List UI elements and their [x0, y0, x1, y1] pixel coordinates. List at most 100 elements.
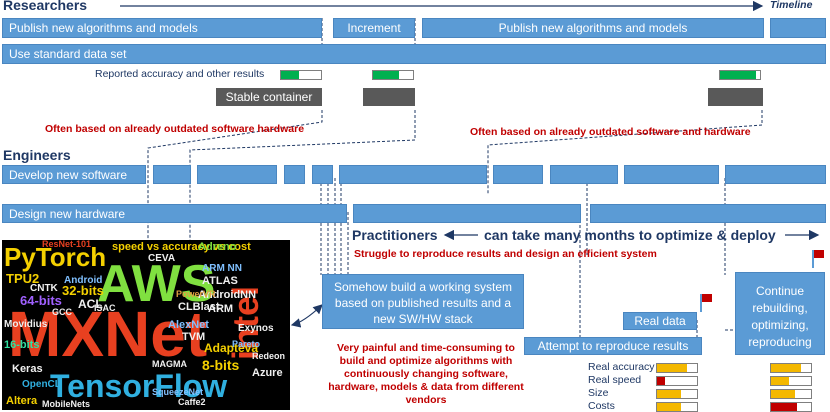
word: Altera [6, 395, 38, 407]
flag-pole [812, 250, 814, 268]
metric-meter [656, 376, 698, 386]
word: speed vs accuracy vs cost [112, 241, 251, 253]
vendor-word-cloud: PyTorch AWS MXNet TensorFlow intel speed… [2, 240, 290, 410]
word: ACL [78, 297, 103, 311]
word: AlexNet [168, 319, 209, 331]
word: SqueezeNet [152, 387, 204, 397]
flag-pole [700, 294, 702, 312]
word: GCC [52, 307, 72, 317]
design-bar-3 [590, 204, 826, 223]
word: CNTK [30, 283, 58, 294]
stable-container-box-3 [708, 88, 763, 106]
painful-note: Very painful and time-consuming to build… [328, 342, 524, 406]
publish-bar-3 [770, 18, 826, 38]
develop-bar-9 [624, 165, 719, 184]
word: ARM NN [202, 263, 242, 274]
word: TVM [182, 331, 206, 343]
standard-data-bar: Use standard data set [2, 44, 826, 64]
word: MobileNets [42, 399, 91, 409]
develop-bar-2 [153, 165, 191, 184]
word: Caffe2 [178, 397, 206, 407]
word: ResNet-101 [42, 240, 92, 249]
somehow-text: Somehow build a working system based on … [333, 280, 513, 326]
continue-text: Continue rebuilding, optimizing, reprodu… [748, 284, 812, 349]
word: 32-bits [62, 283, 104, 298]
word: AWS [97, 255, 216, 313]
somehow-box: Somehow build a working system based on … [322, 274, 524, 329]
reported-meter-fill [281, 71, 299, 79]
researchers-heading: Researchers [3, 0, 88, 13]
design-bar-2 [353, 204, 581, 223]
word: OpenCL [22, 379, 61, 390]
word: PyTorch [4, 242, 107, 272]
metric-label-size: Size [588, 387, 609, 399]
develop-bar-8 [550, 165, 618, 184]
practitioners-heading: Practitioners [352, 227, 438, 243]
outdated-note-left: Often based on already outdated software… [45, 123, 305, 135]
metric-meter [656, 363, 698, 373]
word: Exynos [238, 323, 274, 334]
flag-icon [700, 294, 712, 312]
flag-cloth [702, 294, 712, 302]
metric-meter [770, 389, 812, 399]
word: CLBlast [178, 301, 220, 313]
word: TensorFlow [50, 368, 228, 404]
metric-meter-fill [771, 390, 795, 398]
real-data-box: Real data [623, 312, 697, 330]
metric-meter-fill [771, 364, 801, 372]
metric-meter [770, 363, 812, 373]
word: Redeon [252, 351, 286, 361]
design-bar-1: Design new hardware [2, 204, 347, 223]
reported-meter-1 [280, 70, 322, 80]
flag-cloth [814, 250, 824, 258]
flag-icon [812, 250, 824, 268]
word: Movidius [4, 319, 48, 330]
word: Pareto [232, 339, 261, 349]
word: Adapteva [204, 341, 259, 355]
metric-label-accuracy: Real accuracy [588, 361, 655, 373]
word: 8-bits [202, 357, 240, 373]
develop-bar-5 [312, 165, 333, 184]
word: ARM [208, 303, 234, 315]
reported-meter-fill [720, 71, 756, 79]
metric-meter-fill [657, 377, 665, 385]
word: Android [64, 275, 103, 286]
metric-meter-fill [657, 403, 681, 411]
develop-bar-1: Develop new software [2, 165, 146, 184]
metric-meter [770, 402, 812, 412]
metric-meter-fill [657, 364, 687, 372]
continue-box: Continue rebuilding, optimizing, reprodu… [735, 272, 825, 355]
word: ATLAS [202, 275, 238, 287]
word: Keras [12, 363, 43, 375]
develop-bar-3 [197, 165, 277, 184]
months-label: can take many months to optimize & deplo… [484, 227, 776, 243]
word: MXNet [8, 298, 208, 370]
metric-meter [770, 376, 812, 386]
timeline-label: Timeline [770, 0, 813, 11]
metric-meter [656, 389, 698, 399]
word: Adreno [198, 241, 237, 253]
struggle-note: Struggle to reproduce results and design… [354, 248, 657, 260]
develop-bar-4 [284, 165, 305, 184]
metric-meter-fill [771, 377, 789, 385]
metric-label-costs: Costs [588, 400, 615, 412]
attempt-box: Attempt to reproduce results [524, 337, 702, 355]
reported-meter-2 [372, 70, 414, 80]
word: PowerVR [176, 289, 216, 299]
metric-meter [656, 402, 698, 412]
word: 16-bits [4, 339, 40, 351]
increment-bar: Increment [333, 18, 415, 38]
develop-bar-10 [725, 165, 826, 184]
stable-container-box-2 [363, 88, 415, 106]
reported-meter-3 [719, 70, 761, 80]
word: Azure [252, 367, 283, 379]
publish-bar-2: Publish new algorithms and models [422, 18, 764, 38]
develop-bar-6 [339, 165, 487, 184]
metric-meter-fill [657, 390, 681, 398]
reported-meter-fill [373, 71, 399, 79]
metric-meter-fill [771, 403, 797, 411]
engineers-heading: Engineers [3, 147, 71, 163]
word: 64-bits [20, 293, 62, 308]
publish-bar-1: Publish new algorithms and models [2, 18, 322, 38]
